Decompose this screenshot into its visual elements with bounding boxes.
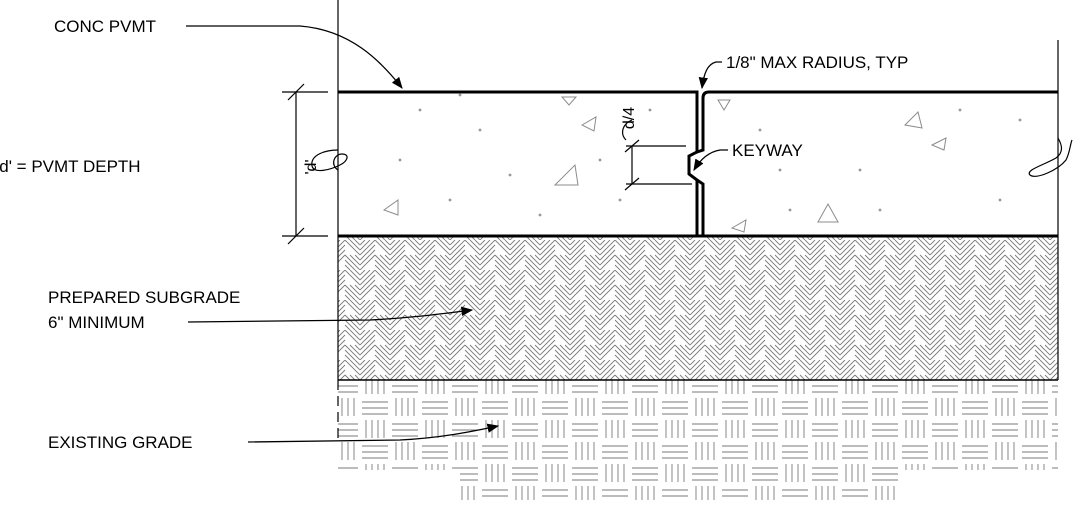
conc-pvmt-leader bbox=[186, 25, 403, 89]
leaders bbox=[186, 25, 728, 443]
subgrade-hatch bbox=[338, 236, 1058, 381]
conc-pvmt-label: CONC PVMT bbox=[54, 17, 156, 36]
depth-note-label: 'd' = PVMT DEPTH bbox=[0, 157, 141, 176]
existing-grade-leader bbox=[247, 423, 500, 443]
depth-dimension: 'd' bbox=[282, 83, 328, 245]
radius-leader bbox=[698, 61, 722, 90]
existing-grade-label: EXISTING GRADE bbox=[48, 433, 193, 452]
existing-grade-hatch bbox=[338, 380, 1058, 508]
keyway-dimension: d/4 bbox=[621, 107, 692, 191]
left-break-symbol bbox=[311, 149, 348, 172]
keyway-leader bbox=[693, 149, 728, 172]
subgrade-leader bbox=[187, 306, 474, 323]
slab-left-outline bbox=[338, 90, 699, 238]
right-break-symbol bbox=[1028, 137, 1073, 177]
aggregate-symbols bbox=[382, 93, 1022, 233]
subgrade-label-line2: 6" MINIMUM bbox=[48, 313, 145, 332]
dim-d4-label: d/4 bbox=[621, 107, 638, 129]
keyway-label: KEYWAY bbox=[732, 141, 803, 160]
subgrade-label-line1: PREPARED SUBGRADE bbox=[48, 288, 240, 307]
break-lines bbox=[311, 137, 1073, 177]
radius-note-label: 1/8" MAX RADIUS, TYP bbox=[726, 53, 908, 72]
labels: CONC PVMT 1/8" MAX RADIUS, TYP 'd' = PVM… bbox=[0, 17, 908, 452]
dim-d-label: 'd' bbox=[303, 159, 320, 174]
